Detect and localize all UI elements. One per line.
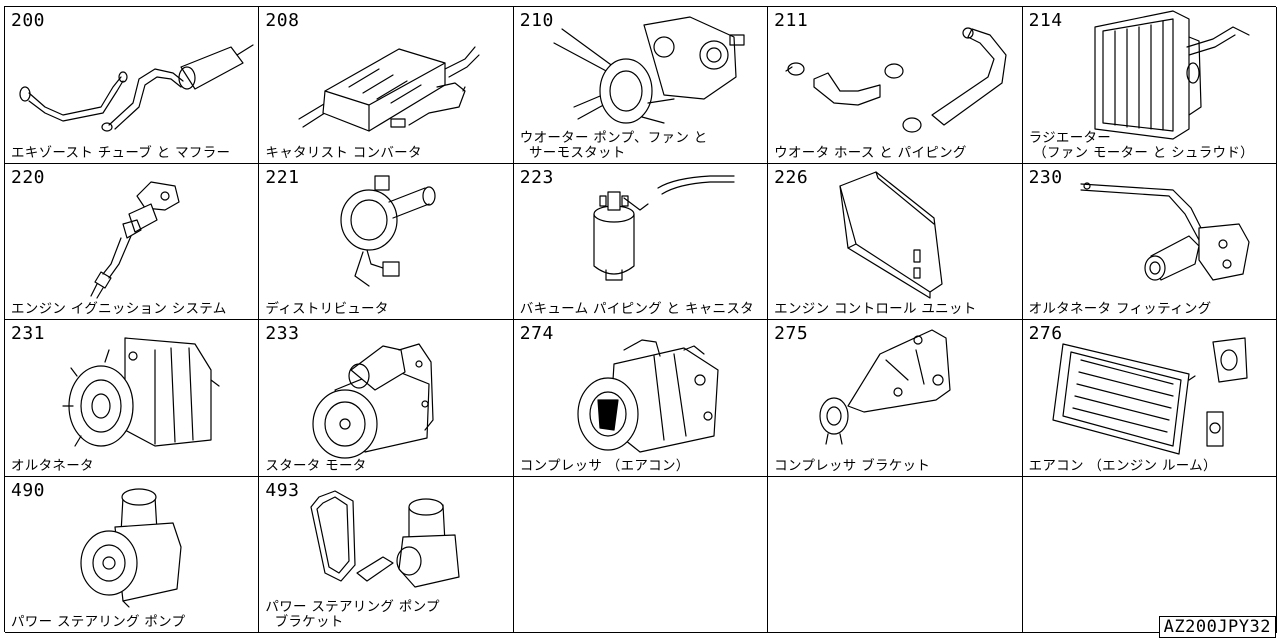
part-code: 233 bbox=[265, 323, 300, 344]
part-code: 214 bbox=[1028, 10, 1063, 31]
part-label: パワー ステアリング ポンプ bbox=[11, 614, 186, 630]
part-cell-490[interactable]: 490 パワー ステアリング ポンプ bbox=[5, 476, 260, 633]
part-cell-226[interactable]: 226 エンジン コントロール ユニット bbox=[768, 163, 1023, 320]
part-label: ディストリビュータ bbox=[265, 301, 389, 317]
empty-cell bbox=[513, 476, 769, 633]
part-cell-223[interactable]: 223 バキューム パイピング と キャニスタ bbox=[513, 163, 769, 320]
water-hose-icon bbox=[785, 27, 1007, 133]
part-cell-231[interactable]: 231 オルタネータ bbox=[5, 320, 260, 477]
part-cell-211[interactable]: 211 ウオータ ホース と パイピング bbox=[768, 7, 1023, 164]
part-cell-220[interactable]: 220 エンジン イグニッション システム bbox=[5, 163, 260, 320]
empty-cell bbox=[768, 476, 1023, 633]
parts-index-grid: 200 エキゾースト チューブ と マフラー 208 キャタリスト コンバータ … bbox=[4, 6, 1277, 633]
engine-control-unit-icon bbox=[839, 170, 943, 299]
part-code: 276 bbox=[1028, 323, 1063, 344]
part-cell-274[interactable]: 274 コンプレッサ （エアコン） bbox=[513, 320, 769, 477]
part-label: バキューム パイピング と キャニスタ bbox=[519, 301, 754, 317]
part-label: エンジン イグニッション システム bbox=[11, 301, 227, 317]
part-code: 211 bbox=[774, 10, 809, 31]
part-label: オルタネータ bbox=[11, 457, 94, 474]
part-cell-275[interactable]: 275 コンプレッサ ブラケット bbox=[768, 320, 1023, 477]
part-cell-276[interactable]: 276 エアコン （エンジン ルーム） bbox=[1022, 320, 1277, 477]
catalytic-converter-icon bbox=[298, 46, 480, 132]
part-label: ウオータ ホース と パイピング bbox=[774, 144, 967, 161]
alternator-bracket-icon bbox=[1079, 181, 1250, 281]
part-cell-233[interactable]: 233 スタータ モータ bbox=[259, 320, 514, 477]
part-cell-210[interactable]: 210 ウオーター ポンプ、ファン と サーモスタット bbox=[513, 7, 769, 164]
part-code: 274 bbox=[519, 323, 554, 344]
part-label: キャタリスト コンバータ bbox=[265, 144, 422, 161]
part-code: 208 bbox=[265, 10, 300, 31]
part-cell-214[interactable]: 214 ラジエーター （ファン モーター と シュラウド） bbox=[1022, 7, 1277, 164]
part-code: 490 bbox=[11, 479, 46, 501]
part-code: 223 bbox=[519, 166, 554, 188]
power-steering-pump-icon bbox=[80, 487, 182, 608]
part-cell-221[interactable]: 221 ディストリビュータ bbox=[259, 163, 514, 320]
part-label: エキゾースト チューブ と マフラー bbox=[11, 144, 231, 161]
part-cell-493[interactable]: 493 パワー ステアリング ポンプ ブラケット bbox=[259, 476, 514, 633]
part-code: 221 bbox=[265, 166, 300, 188]
diagram-id: AZ200JPY32 bbox=[1158, 616, 1276, 638]
part-code: 275 bbox=[774, 323, 809, 344]
starter-motor-icon bbox=[312, 343, 434, 459]
part-code: 226 bbox=[774, 166, 809, 188]
part-label: コンプレッサ ブラケット bbox=[774, 457, 931, 474]
part-code: 231 bbox=[11, 323, 46, 344]
part-cell-230[interactable]: 230 オルタネータ フィッティング bbox=[1022, 163, 1277, 320]
part-label: スタータ モータ bbox=[265, 457, 367, 474]
vacuum-canister-icon bbox=[593, 174, 735, 281]
part-label: エアコン （エンジン ルーム） bbox=[1028, 457, 1217, 474]
pump-belt-bracket-icon bbox=[310, 489, 460, 588]
part-label: コンプレッサ （エアコン） bbox=[519, 457, 690, 474]
part-cell-208[interactable]: 208 キャタリスト コンバータ bbox=[259, 7, 514, 164]
part-code: 493 bbox=[265, 479, 300, 501]
condenser-icon bbox=[1051, 337, 1248, 455]
part-label: ウオーター ポンプ、ファン と サーモスタット bbox=[519, 129, 708, 161]
part-code: 210 bbox=[519, 10, 554, 31]
ac-compressor-icon bbox=[577, 339, 719, 453]
part-code: 220 bbox=[11, 166, 46, 188]
water-pump-fan-icon bbox=[553, 16, 745, 124]
exhaust-muffler-icon bbox=[19, 44, 254, 132]
part-label: パワー ステアリング ポンプ ブラケット bbox=[265, 599, 440, 630]
part-code: 200 bbox=[11, 10, 46, 31]
compressor-bracket-icon bbox=[819, 329, 951, 445]
radiator-icon bbox=[1093, 10, 1250, 140]
part-label: エンジン コントロール ユニット bbox=[774, 301, 977, 317]
distributor-icon bbox=[340, 174, 436, 287]
part-label: ラジエーター （ファン モーター と シュラウド） bbox=[1028, 129, 1254, 161]
empty-cell bbox=[1022, 476, 1277, 633]
alternator-icon bbox=[62, 337, 220, 447]
part-code: 230 bbox=[1028, 166, 1063, 188]
part-cell-200[interactable]: 200 エキゾースト チューブ と マフラー bbox=[5, 7, 260, 164]
part-label: オルタネータ フィッティング bbox=[1028, 301, 1212, 317]
ignition-coil-icon bbox=[90, 180, 180, 299]
